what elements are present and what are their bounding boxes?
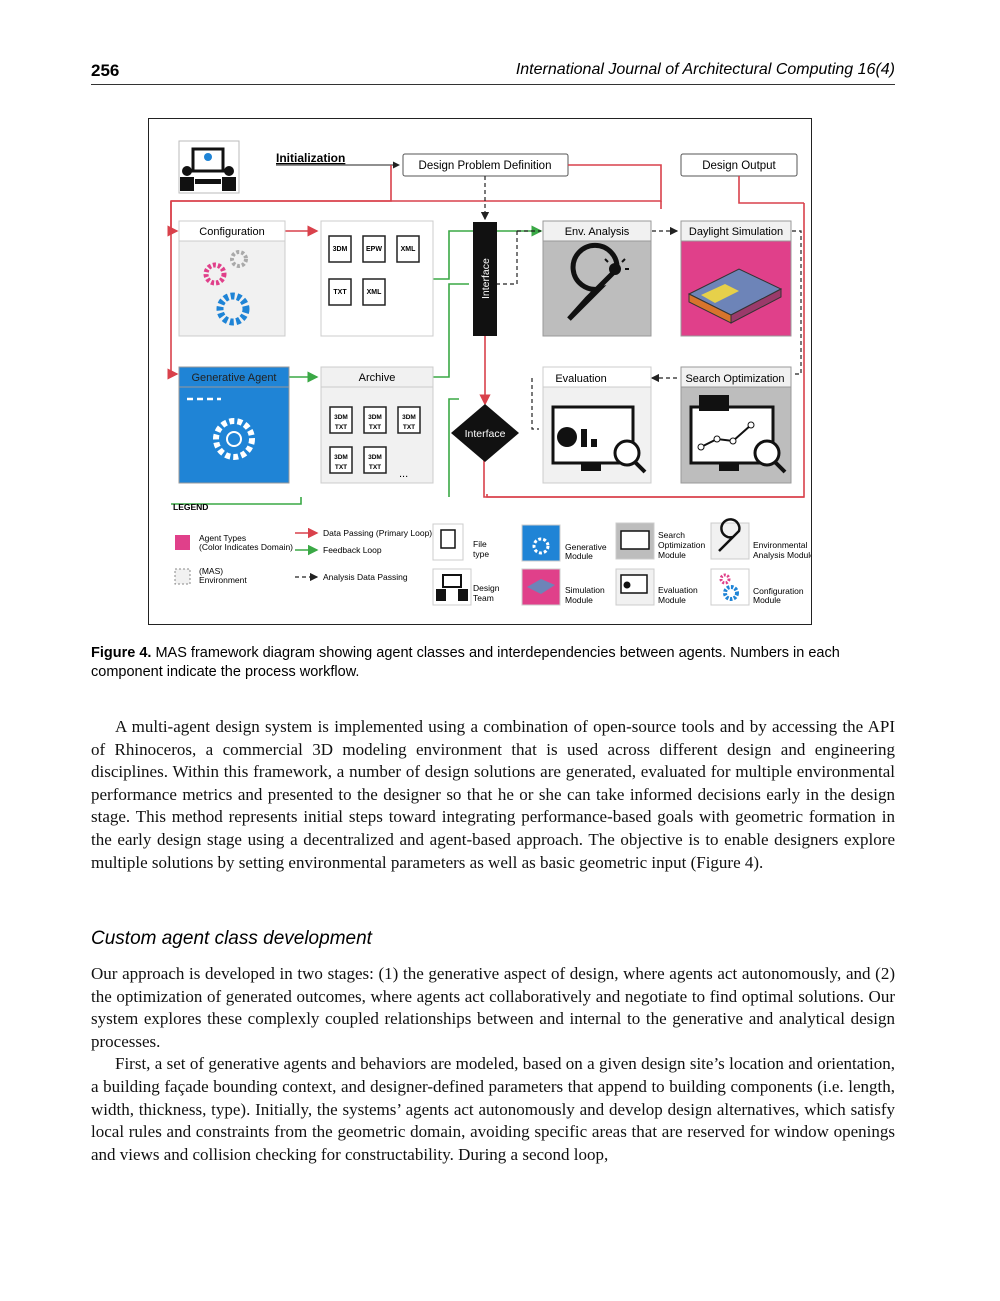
caption-label: Figure 4. [91, 645, 152, 661]
configuration-label: Configuration [199, 226, 264, 238]
svg-text:XML: XML [367, 289, 383, 296]
legend-agent-2: (Color Indicates Domain) [199, 542, 293, 552]
gears-icon [203, 250, 250, 326]
daylight-simulation-label: Daylight Simulation [689, 226, 783, 238]
figure-caption: Figure 4. MAS framework diagram showing … [91, 644, 895, 682]
legend-file-1: File [473, 539, 487, 549]
daylight-heatmap-icon [687, 268, 783, 324]
journal-title: International Journal of Architectural C… [515, 61, 895, 78]
body-paragraph-3: First, a set of generative agents and be… [91, 1054, 895, 1164]
initialization-label: Initialization [276, 151, 345, 165]
evaluation-label: Evaluation [555, 373, 606, 385]
archive-label: Archive [359, 372, 396, 384]
legend-search-1: Search [658, 530, 685, 540]
body-paragraph-1-block: A multi-agent design system is implement… [91, 716, 895, 874]
body-paragraph-1: A multi-agent design system is implement… [91, 717, 895, 872]
generative-gear-icon [213, 418, 255, 460]
svg-text:3DM: 3DM [368, 414, 382, 421]
svg-text:TXT: TXT [335, 464, 347, 471]
legend-search-2: Optimization [658, 540, 706, 550]
config-file-icons: 3DM EPW XML TXT XML [328, 235, 420, 306]
archive-ellipsis: ... [399, 468, 408, 480]
page-number: 256 [91, 61, 120, 80]
interface-to-archive [433, 283, 469, 378]
legend-mas-swatch [174, 568, 191, 585]
archive-loop [448, 398, 459, 497]
legend-evaluation-2: Module [658, 595, 686, 605]
interface-diamond [451, 404, 519, 462]
search-optimization-icon [689, 395, 787, 474]
evaluation-monitor-icon [551, 405, 647, 474]
legend-evaluation-1: Evaluation [658, 585, 698, 595]
legend-simulation-1: Simulation [565, 585, 605, 595]
archive-header [320, 366, 434, 388]
legend-configuration-icon [710, 568, 750, 606]
legend-environmental-2: Analysis Module [753, 550, 811, 560]
env-analysis-label: Env. Analysis [565, 226, 630, 238]
legend-generative-1: Generative [565, 542, 607, 552]
interface-bar-label: Interface [480, 258, 492, 299]
legend-design-2: Team [473, 593, 494, 603]
legend-design-1: Design [473, 583, 500, 593]
legend-simulation-2: Module [565, 595, 593, 605]
search-optimization-header [680, 366, 792, 388]
svg-text:3DM: 3DM [333, 246, 348, 253]
design-team-icon [178, 140, 240, 194]
legend-generative-icon [521, 524, 561, 562]
legend-generative-2: Module [565, 551, 593, 561]
wrench-sun-icon [567, 242, 629, 321]
svg-text:TXT: TXT [333, 289, 347, 296]
svg-text:3DM: 3DM [334, 454, 348, 461]
archive-file-icons: 3DM TXT 3DM TXT 3DM TXT 3DM TXT 3DM TXT [329, 406, 421, 474]
legend-feedback: Feedback Loop [323, 545, 382, 555]
legend-mas-1: (MAS) [199, 566, 223, 576]
legend-file-2: type [473, 549, 489, 559]
design-output-label: Design Output [702, 160, 776, 172]
legend-configuration-2: Module [753, 595, 781, 605]
interface-diamond-label: Interface [465, 428, 506, 440]
env-analysis-header [542, 220, 652, 242]
svg-text:TXT: TXT [369, 424, 381, 431]
svg-text:3DM: 3DM [402, 414, 416, 421]
legend-search-3: Module [658, 550, 686, 560]
body-paragraph-2: Our approach is developed in two stages:… [91, 964, 895, 1051]
section-title: Custom agent class development [91, 928, 372, 949]
body-section-block: Our approach is developed in two stages:… [91, 963, 895, 1166]
legend-analysis: Analysis Data Passing [323, 572, 408, 582]
legend-title: LEGEND [173, 502, 208, 512]
analysis-data-lines [480, 176, 802, 430]
svg-text:3DM: 3DM [334, 414, 348, 421]
daylight-simulation-header [680, 220, 792, 242]
legend-environmental-1: Environmental [753, 540, 807, 550]
evaluation-header [542, 366, 652, 388]
svg-text:3DM: 3DM [368, 454, 382, 461]
running-header: 256 International Journal of Architectur… [91, 60, 895, 85]
legend-agent-swatch [175, 535, 190, 550]
configuration-header [178, 220, 286, 242]
svg-text:TXT: TXT [335, 424, 347, 431]
svg-text:EPW: EPW [366, 246, 382, 253]
design-problem-label: Design Problem Definition [419, 160, 552, 172]
interface-bar [473, 222, 497, 336]
generative-agent-label: Generative Agent [191, 372, 276, 384]
svg-text:TXT: TXT [403, 424, 415, 431]
legend-configuration-1: Configuration [753, 586, 804, 596]
legend-data-passing: Data Passing (Primary Loop) [323, 528, 432, 538]
svg-text:XML: XML [401, 246, 417, 253]
caption-text: MAS framework diagram showing agent clas… [91, 645, 840, 680]
figure-4: Initialization Design Problem Definition… [148, 118, 812, 625]
legend-agent-1: Agent Types [199, 533, 246, 543]
svg-text:TXT: TXT [369, 464, 381, 471]
legend-mas-2: Environment [199, 575, 247, 585]
framework-diagram: Initialization Design Problem Definition… [167, 140, 811, 606]
search-optimization-label: Search Optimization [685, 373, 784, 385]
generative-agent-header [178, 366, 290, 388]
